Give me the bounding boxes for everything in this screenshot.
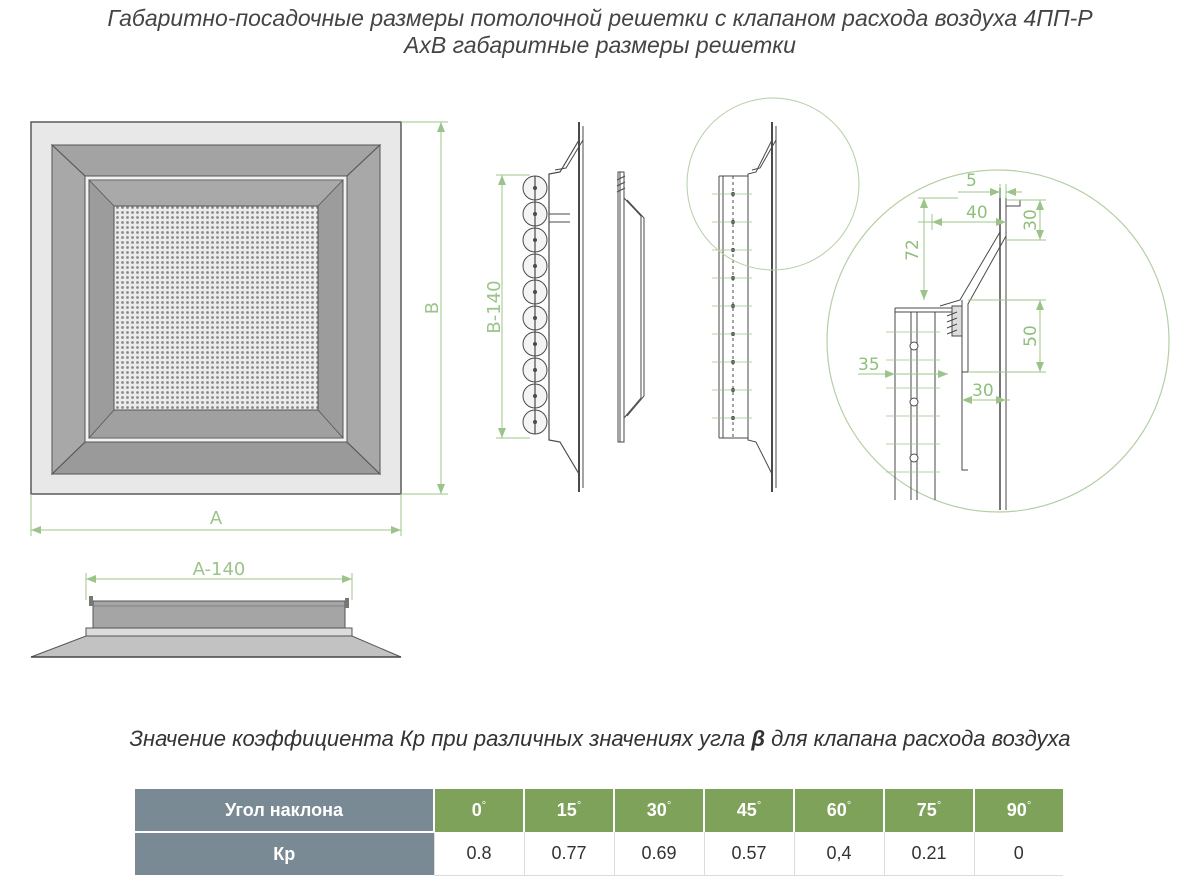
detail-dim-30-bottom: 30 bbox=[972, 381, 994, 401]
damper-pins bbox=[533, 186, 537, 424]
side-section-damper bbox=[522, 122, 584, 492]
section-detail-source bbox=[718, 122, 777, 492]
kp-table-value-row: Кр 0.8 0.77 0.69 0.57 0,4 0.21 0 bbox=[135, 831, 1063, 876]
kp-angle-cell: 75° bbox=[883, 789, 974, 832]
kp-angle-cell: 0° bbox=[433, 789, 524, 832]
kp-value-cell: 0.57 bbox=[703, 832, 794, 876]
detail-dim-40: 40 bbox=[966, 203, 988, 223]
drawing-subtitle: АхВ габаритные размеры решетки bbox=[404, 32, 796, 58]
detail-pins bbox=[909, 341, 919, 463]
detail-hatch bbox=[886, 331, 940, 473]
drawing-title: Габаритно-посадочные размеры потолочной … bbox=[107, 5, 1093, 31]
kp-row-header-value: Кр bbox=[135, 831, 434, 875]
dimension-a-label: A bbox=[210, 508, 223, 529]
dimension-a140 bbox=[85, 573, 353, 600]
dimension-b140-label: B-140 bbox=[484, 280, 505, 333]
detail-dimension-lines bbox=[858, 184, 1046, 401]
detail-spring bbox=[946, 311, 958, 335]
detail-enlarged bbox=[894, 188, 1021, 510]
detail-dim-35: 35 bbox=[858, 355, 880, 375]
kp-angle-cell: 30° bbox=[613, 789, 704, 832]
kp-row-header-angle: Угол наклона bbox=[135, 789, 434, 832]
kp-value-cell: 0.8 bbox=[433, 832, 524, 876]
kp-caption-text-end: для клапана расхода воздуха bbox=[765, 726, 1071, 751]
detail-dim-30-top: 30 bbox=[1021, 209, 1041, 231]
detail-dim-50: 50 bbox=[1021, 325, 1041, 347]
kp-angle-cell: 15° bbox=[523, 789, 614, 832]
detail-circle bbox=[826, 169, 1170, 513]
kp-value-cell: 0.21 bbox=[883, 832, 974, 876]
detail-dimension-arrows bbox=[885, 188, 1044, 404]
dimension-b bbox=[401, 121, 448, 495]
kp-angle-cell: 60° bbox=[793, 789, 884, 832]
kp-caption-text: Значение коэффициента Кр при различных з… bbox=[129, 726, 752, 751]
section-small bbox=[616, 171, 645, 443]
technical-drawing: B A A-140 bbox=[30, 97, 1170, 658]
detail-source-ticks bbox=[712, 193, 752, 419]
dimension-b-label: B bbox=[422, 302, 443, 314]
bottom-view bbox=[30, 596, 402, 658]
kp-value-cell: 0.77 bbox=[523, 832, 614, 876]
kp-caption: Значение коэффициента Кр при различных з… bbox=[0, 726, 1200, 752]
dimension-a bbox=[30, 494, 402, 536]
kp-caption-beta: β bbox=[751, 726, 766, 751]
kp-value-cell: 0,4 bbox=[793, 832, 884, 876]
detail-dim-72: 72 bbox=[903, 239, 923, 261]
detail-marker-circle bbox=[686, 97, 860, 271]
front-view bbox=[30, 121, 402, 495]
kp-angle-cell: 90° bbox=[973, 789, 1063, 832]
dimension-a140-label: A-140 bbox=[193, 559, 246, 580]
kp-table: Угол наклона 0° 15° 30° 45° 60° 75° 90° … bbox=[135, 789, 1063, 876]
kp-table-angle-row: Угол наклона 0° 15° 30° 45° 60° 75° 90° bbox=[135, 789, 1063, 832]
kp-angle-cell: 45° bbox=[703, 789, 794, 832]
detail-dim-5: 5 bbox=[966, 171, 977, 191]
kp-value-cell: 0.69 bbox=[613, 832, 704, 876]
dimension-b140 bbox=[496, 174, 530, 439]
kp-value-cell: 0 bbox=[973, 832, 1063, 876]
